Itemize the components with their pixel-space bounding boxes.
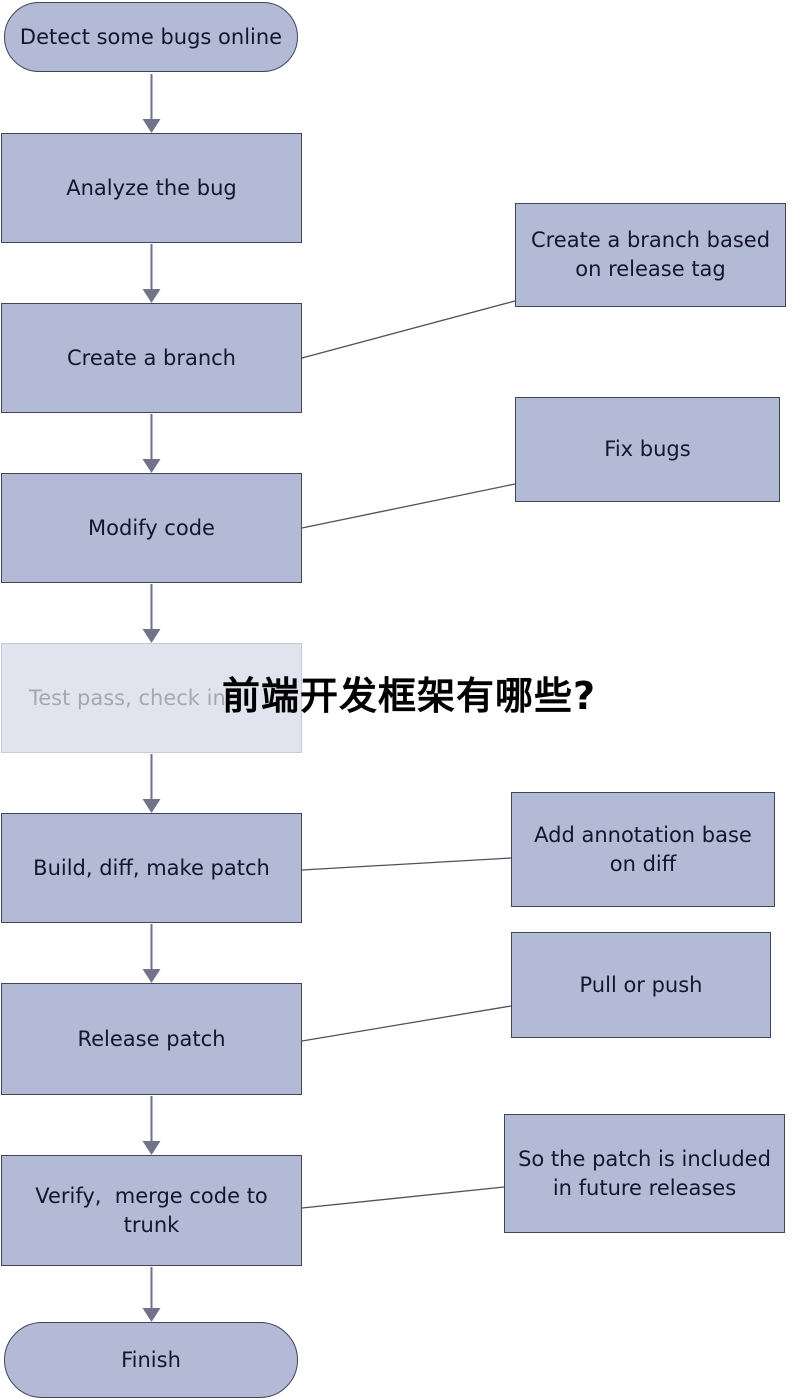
flow-node-modify-code: Modify code xyxy=(1,473,302,583)
flow-node-verify-merge: Verify, merge code to trunk xyxy=(1,1155,302,1266)
side-node-pull-push-label: Pull or push xyxy=(579,972,703,997)
flow-node-release-patch: Release patch xyxy=(1,983,302,1095)
flow-node-analyze-label: Analyze the bug xyxy=(66,175,237,200)
flow-node-create-branch-label: Create a branch xyxy=(67,345,236,370)
flow-node-finish: Finish xyxy=(4,1322,298,1398)
flow-node-modify-code-label: Modify code xyxy=(88,515,215,540)
side-node-branch-tag-label: Create a branch based on release tag xyxy=(530,228,771,281)
side-node-included-label: So the patch is included in future relea… xyxy=(518,1146,771,1200)
flow-arrow-heads xyxy=(142,119,161,1322)
flow-node-build-diff-label: Build, diff, make patch xyxy=(33,855,270,880)
flow-node-create-branch: Create a branch xyxy=(1,303,302,413)
flow-node-finish-label: Finish xyxy=(121,1347,181,1372)
side-node-included: So the patch is included in future relea… xyxy=(504,1114,785,1233)
side-node-annotation: Add annotation base on diff xyxy=(511,792,775,907)
flow-node-start: Detect some bugs online xyxy=(4,2,298,72)
side-connector-lines xyxy=(301,300,516,1209)
side-node-fix-bugs-label: Fix bugs xyxy=(604,437,691,462)
side-node-annotation-label: Add annotation base on diff xyxy=(534,822,752,876)
flow-node-start-label: Detect some bugs online xyxy=(19,24,283,49)
flow-node-test-pass-label: Test pass, check in xyxy=(29,685,226,710)
side-node-fix-bugs: Fix bugs xyxy=(515,397,780,502)
flow-node-release-patch-label: Release patch xyxy=(77,1026,226,1051)
flow-node-analyze: Analyze the bug xyxy=(1,133,302,243)
headline-question-overlay: 前端开发框架有哪些? xyxy=(222,674,597,718)
flow-node-verify-merge-label: Verify, merge code to trunk xyxy=(35,1183,275,1237)
side-node-pull-push: Pull or push xyxy=(511,932,771,1038)
flow-node-build-diff: Build, diff, make patch xyxy=(1,813,302,923)
flow-node-test-pass: Test pass, check in xyxy=(1,643,302,753)
side-node-branch-tag: Create a branch based on release tag xyxy=(515,203,786,307)
